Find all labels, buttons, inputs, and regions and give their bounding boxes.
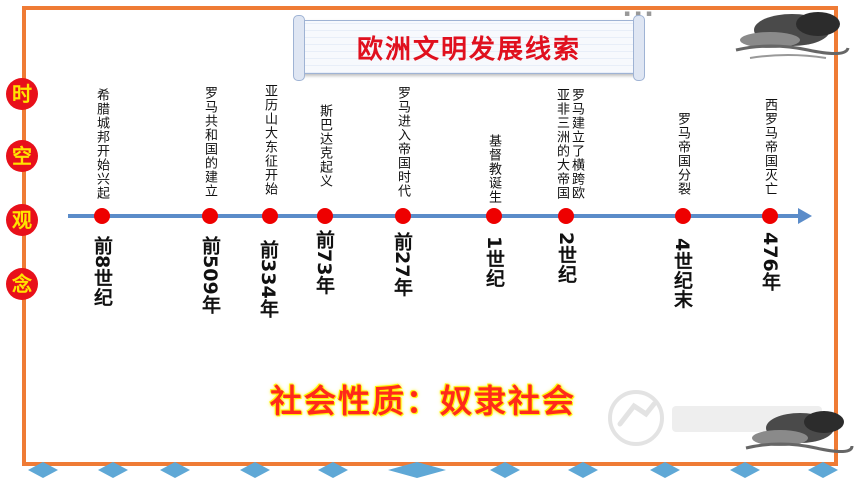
timeline-date: 476年 [759,232,781,291]
timeline-arrow-icon [798,208,812,224]
scroll-left-decoration [293,15,305,81]
timeline-dot [317,208,333,224]
timeline-dot [558,208,574,224]
decorative-diamond [318,462,348,478]
timeline-date: 1世纪 [483,236,505,288]
timeline-date: 前8世纪 [91,236,113,307]
title-banner: 欧洲文明发展线索 [293,15,645,81]
decorative-diamond [490,462,520,478]
decorative-diamond [28,462,58,478]
page-frame [22,6,838,466]
timeline-dot [94,208,110,224]
timeline-date: 前334年 [257,240,279,318]
window-controls-icon: ▪ ▪ ▪ [624,9,654,19]
timeline-event: 罗马帝国分裂 [675,112,690,196]
timeline-dot [202,208,218,224]
page-title: 欧洲文明发展线索 [356,35,581,65]
timeline-dot [395,208,411,224]
timeline-event: 罗马共和国的建立 [202,86,217,198]
timeline-date: 前27年 [391,232,413,297]
timeline-event: 罗马进入帝国时代 [395,86,410,198]
ink-cloud-top-icon [735,12,850,59]
decorative-diamond [730,462,760,478]
timeline-event: 亚历山大东征开始 [262,84,277,196]
timeline-dot [262,208,278,224]
ink-cloud-bottom-icon [745,411,854,453]
timeline-date: 4世纪末 [671,238,693,309]
decorative-diamond [160,462,190,478]
decorative-diamond [240,462,270,478]
timeline-event: 西罗马帝国灭亡 [762,98,777,196]
timeline-dot [762,208,778,224]
social-nature-label: 社会性质：奴隶社会 [270,382,577,420]
scroll-right-decoration [633,15,645,81]
side-label-3: 观 [6,204,38,236]
timeline-event: 希腊城邦开始兴起 [94,88,109,200]
timeline-dot [675,208,691,224]
decorative-diamond [98,462,128,478]
timeline-axis [68,214,800,218]
decorative-diamond [568,462,598,478]
timeline-date: 前509年 [199,236,221,314]
timeline-date: 2世纪 [555,232,577,284]
timeline-event: 罗马建立了横跨欧亚非三洲的大帝国 [554,88,584,200]
timeline-date: 前73年 [313,230,335,295]
decorative-diamond [388,462,446,478]
side-label-1: 时 [6,78,38,110]
timeline-event: 斯巴达克起义 [317,104,332,188]
timeline-event: 基督教诞生 [486,134,501,204]
side-label-2: 空 [6,140,38,172]
side-label-4: 念 [6,268,38,300]
timeline-dot [486,208,502,224]
decorative-diamond [650,462,680,478]
decorative-diamond [808,462,838,478]
